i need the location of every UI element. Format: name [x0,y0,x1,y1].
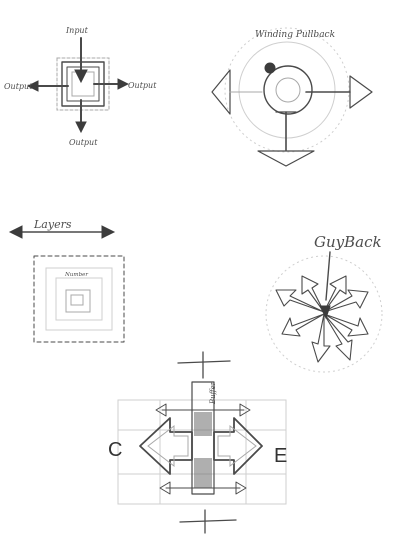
layers-right-arrow-icon [102,226,114,238]
handle-dot-icon [265,63,275,73]
io-block-sketch: Input Output Output Output [4,26,157,147]
layers-sketch: Layers Number [10,218,124,342]
big-right-arrow-icon [214,418,262,474]
buffer-cross-sketch: Buffer C E [108,352,287,533]
winding-pullback-sketch: Winding Pullback [212,28,372,166]
guyback-sketch: GuyBack [266,233,382,372]
output-bottom-arrow-icon [76,122,86,132]
output-right-arrow-icon [118,79,128,89]
layers-inner-label: Number [64,272,88,278]
layers-title: Layers [33,218,72,231]
down-arrow-icon [258,151,314,166]
layers-left-arrow-icon [10,226,22,238]
input-arrow-icon [75,70,87,82]
output-bottom-label: Output [69,138,98,147]
output-right-label: Output [128,81,157,90]
buffer-label: Buffer [209,381,217,405]
guyback-title: GuyBack [314,233,382,251]
input-label: Input [65,26,89,35]
burst-arrows [276,276,368,362]
output-left-label: Output [4,82,33,91]
letter-e: E [274,445,287,467]
right-arrow-icon [350,76,372,108]
buffer-shade-bottom [194,458,212,488]
winding-title: Winding Pullback [255,30,335,40]
letter-c: C [108,439,122,461]
buffer-shade-top [194,412,212,436]
